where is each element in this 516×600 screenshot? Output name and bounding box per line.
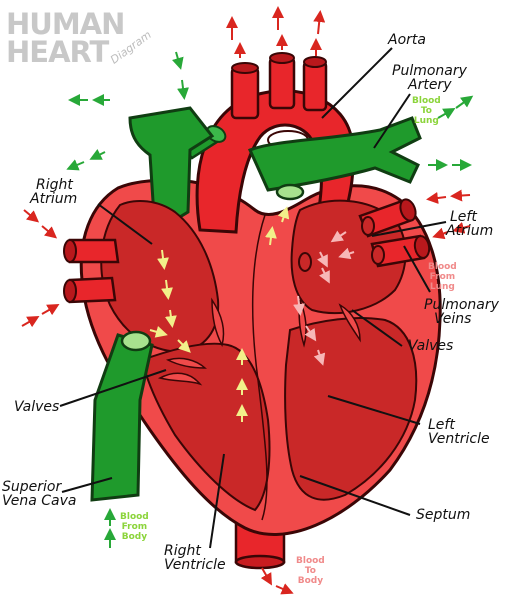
pulmonary-veins [298, 198, 431, 272]
caption-blood-from-body: Blood From Body [120, 512, 149, 542]
label-pulmonary-veins-2: Veins [434, 311, 472, 327]
valve-leaflets [157, 297, 361, 386]
leader-lines [59, 47, 447, 549]
caption-blood-to-body: Blood To Body [296, 556, 325, 586]
caption-line: Lung [429, 282, 455, 292]
label-right-ventricle-1: Right [164, 543, 201, 559]
caption-line: Blood [428, 262, 457, 272]
label-valves-left: Valves [14, 399, 60, 415]
label-superior-vena-cava-1: Superior [2, 479, 62, 495]
label-pulmonary-artery-1: Pulmonary [392, 63, 467, 79]
caption-line: Body [297, 576, 324, 586]
caption-line: From [121, 522, 148, 532]
caption-line: Lung [413, 116, 439, 126]
caption-line: Body [121, 532, 148, 542]
septum-wall [251, 214, 268, 521]
label-pulmonary-artery-2: Artery [408, 77, 452, 93]
label-superior-vena-cava-2: Vena Cava [2, 493, 77, 509]
caption-line: Blood [412, 96, 441, 106]
title-line-1: HUMAN [6, 7, 125, 41]
superior-vena-cava-lower [90, 330, 154, 502]
label-pulmonary-veins-1: Pulmonary [424, 297, 499, 313]
caption-line: Blood [120, 512, 149, 522]
label-right-atrium-1: Right [36, 177, 73, 193]
label-left-ventricle-1: Left [428, 417, 455, 433]
right-atrium-vessels [63, 238, 120, 304]
caption-line: Blood [296, 556, 325, 566]
label-right-ventricle-2: Ventricle [164, 557, 226, 573]
aorta-arch [195, 52, 355, 234]
left-ventricle-chamber [284, 317, 418, 501]
external-flow-arrows [21, 6, 474, 595]
caption-line: From [429, 272, 456, 282]
label-right-atrium-2: Atrium [30, 191, 78, 207]
title-line-2: HEART [6, 35, 109, 69]
caption-blood-to-lung: Blood To Lung [412, 96, 441, 126]
label-left-atrium-2: Atrium [446, 223, 494, 239]
caption-line: To [304, 566, 316, 576]
label-septum: Septum [416, 507, 471, 523]
label-valves-right: Valves [408, 338, 454, 354]
caption-blood-from-lung: Blood From Lung [428, 262, 457, 292]
internal-flow-arrows [149, 206, 355, 422]
label-left-atrium-1: Left [450, 209, 477, 225]
caption-line: To [420, 106, 432, 116]
label-left-ventricle-2: Ventricle [428, 431, 490, 447]
label-aorta: Aorta [388, 32, 426, 48]
